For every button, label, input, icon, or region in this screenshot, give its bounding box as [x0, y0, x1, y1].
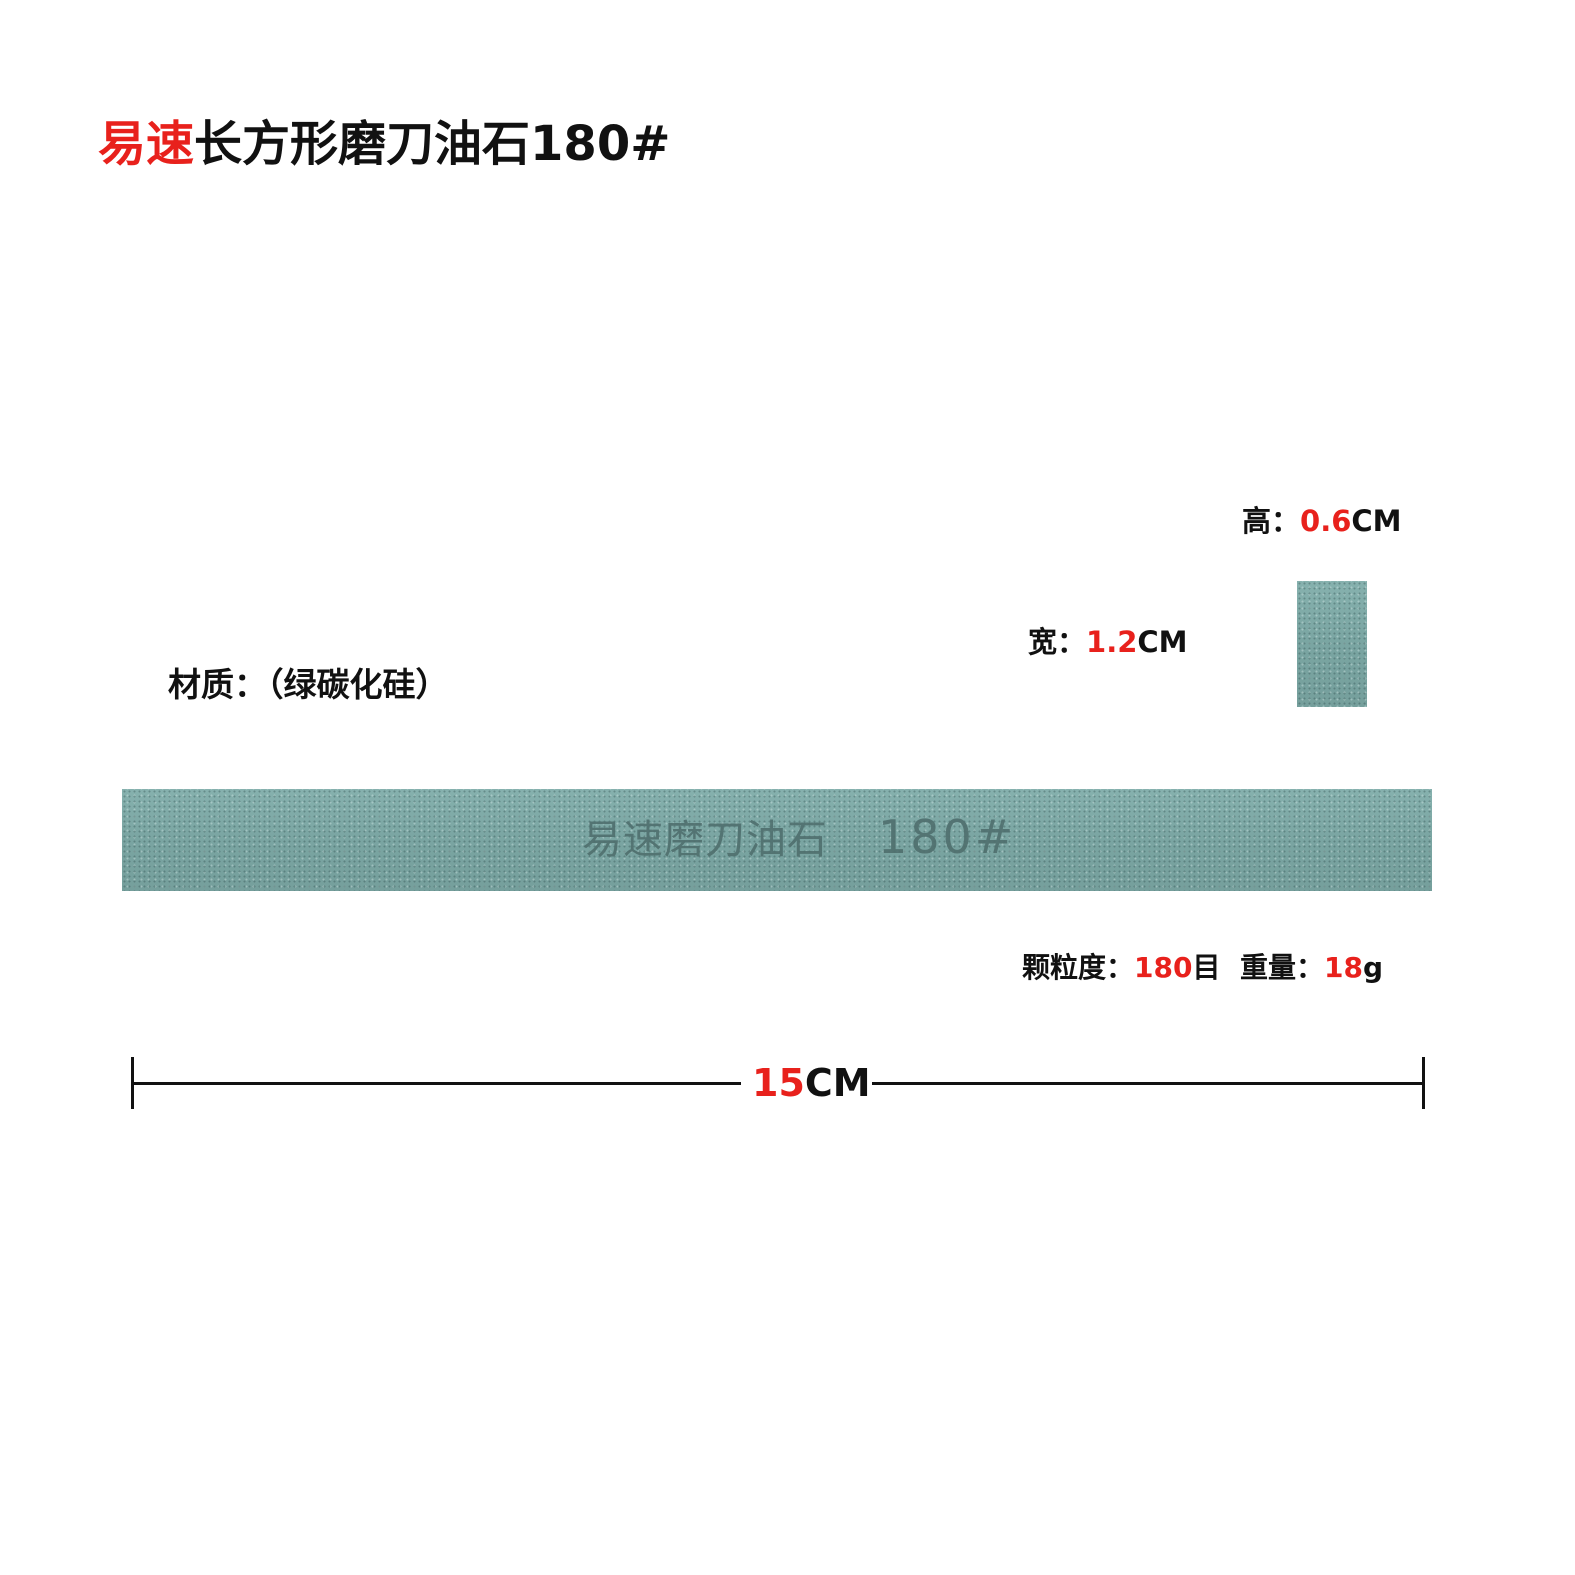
stone-end-view — [1297, 581, 1367, 707]
height-spec: 高：0.6CM — [1242, 503, 1402, 539]
dimension-tick-right — [1422, 1057, 1425, 1109]
grit-unit: 目 — [1192, 951, 1221, 984]
material-spec: 材质：（绿碳化硅） — [168, 665, 449, 705]
height-value: 0.6 — [1300, 504, 1352, 538]
grit-label: 颗粒度： — [1022, 951, 1135, 984]
title-name: 长方形磨刀油石180# — [194, 116, 671, 172]
weight-value: 18 — [1324, 951, 1363, 984]
stone-engraving: 易速磨刀油石 180# — [582, 807, 1016, 870]
engraving-code: 180# — [878, 810, 1017, 864]
stone-top-view: 易速磨刀油石 180# — [122, 789, 1432, 891]
width-value: 1.2 — [1086, 625, 1138, 659]
engraving-text: 易速磨刀油石 — [582, 817, 828, 863]
length-unit: CM — [804, 1061, 871, 1105]
material-value: （绿碳化硅） — [267, 665, 449, 704]
width-spec: 宽：1.2CM — [1028, 624, 1188, 660]
dimension-line-right — [872, 1082, 1425, 1085]
width-unit: CM — [1137, 625, 1188, 659]
weight-unit: g — [1362, 951, 1384, 984]
height-unit: CM — [1351, 504, 1402, 538]
material-label: 材质： — [168, 665, 267, 704]
width-label: 宽： — [1028, 625, 1087, 659]
dimension-line-left — [132, 1082, 741, 1085]
title-brand: 易速 — [98, 116, 195, 172]
grit-weight-spec: 颗粒度：180目 重量：18g — [1022, 950, 1383, 986]
length-dimension-label: 15CM — [752, 1059, 871, 1107]
length-value: 15 — [752, 1061, 805, 1105]
weight-label: 重量： — [1239, 951, 1324, 984]
height-label: 高： — [1242, 504, 1301, 538]
product-title: 易速长方形磨刀油石180# — [98, 112, 670, 176]
grit-value: 180 — [1134, 951, 1193, 984]
